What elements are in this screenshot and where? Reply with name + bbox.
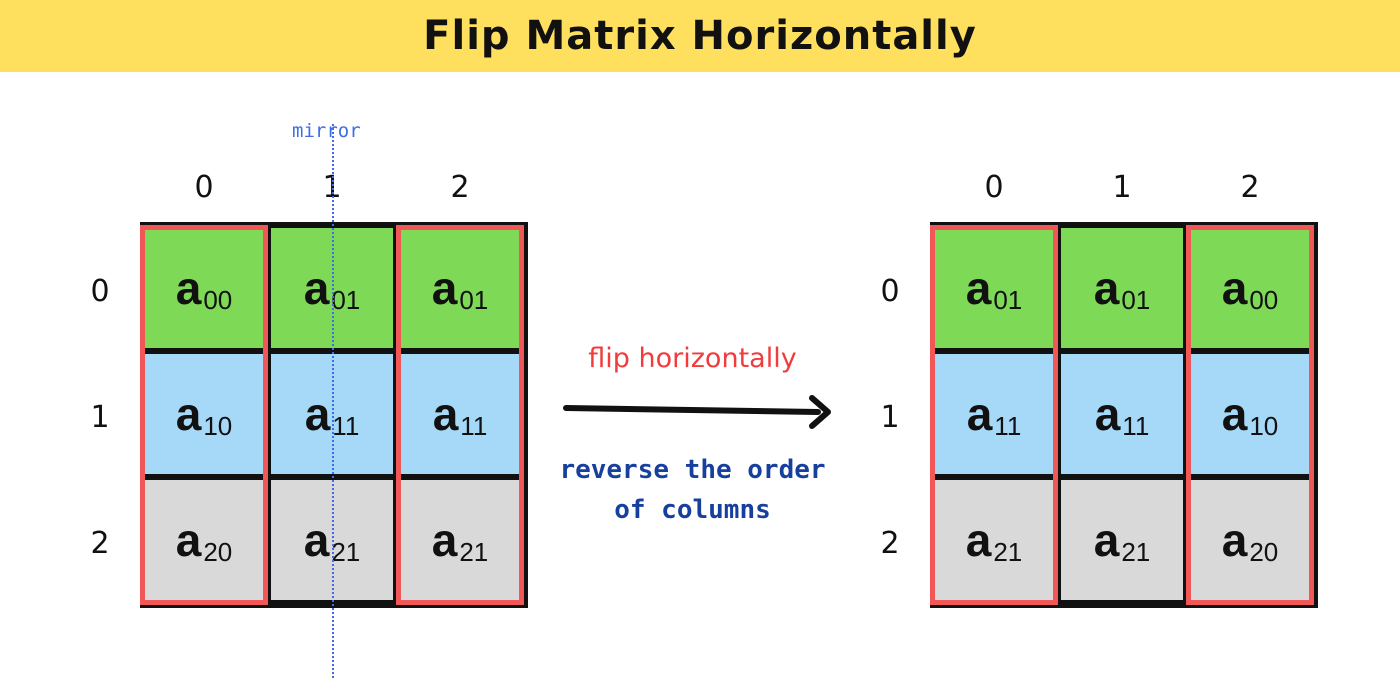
right-matrix-row-label-2: 2	[880, 526, 900, 561]
cell-letter: a	[1221, 262, 1248, 314]
right-matrix-row-label-1: 1	[880, 400, 900, 435]
left-matrix-column-frame-0	[140, 225, 268, 605]
arrow	[563, 395, 831, 429]
cell-letter: a	[303, 262, 330, 314]
cell-subscript: 01	[459, 284, 489, 315]
cell-letter: a	[1221, 388, 1248, 440]
left-matrix-col-label-2: 2	[450, 170, 470, 205]
left-matrix-col-label-0: 0	[194, 170, 214, 205]
cell-subscript: 11	[1122, 410, 1150, 441]
cell-subscript: 20	[203, 536, 233, 567]
cell-letter: a	[431, 262, 458, 314]
cell-subscript: 00	[1249, 284, 1279, 315]
cell-subscript: 01	[993, 284, 1023, 315]
cell-letter: a	[1093, 262, 1120, 314]
left-matrix-row-label-0: 0	[90, 274, 110, 309]
cell-letter: a	[966, 388, 993, 440]
reverse-label-line-2: of columns	[614, 495, 771, 525]
cell-subscript: 21	[459, 536, 489, 567]
cell-subscript: 01	[1121, 284, 1151, 315]
right-matrix-col-label-2: 2	[1240, 170, 1260, 205]
cell-subscript: 10	[203, 410, 233, 441]
flip-label: flip horizontally	[588, 343, 797, 374]
cell-letter: a	[175, 388, 202, 440]
right-matrix-row-label-0: 0	[880, 274, 900, 309]
cell-subscript: 21	[1121, 536, 1151, 567]
mirror-label: mirror	[292, 120, 361, 142]
cell-subscript: 20	[1249, 536, 1279, 567]
cell-letter: a	[1093, 514, 1120, 566]
cell-letter: a	[175, 262, 202, 314]
cell-letter: a	[175, 514, 202, 566]
left-matrix-column-frame-2	[396, 225, 524, 605]
cell-letter: a	[432, 388, 459, 440]
right-matrix-column-frame-2	[1186, 225, 1314, 605]
title-banner: Flip Matrix Horizontally	[0, 0, 1400, 72]
cell-letter: a	[303, 514, 330, 566]
page-title: Flip Matrix Horizontally	[423, 13, 977, 59]
cell-letter: a	[431, 514, 458, 566]
cell-subscript: 11	[460, 410, 488, 441]
right-matrix-col-label-1: 1	[1112, 170, 1132, 205]
cell-subscript: 00	[203, 284, 233, 315]
reverse-label-line-1: reverse the order	[559, 455, 826, 485]
right-matrix-column-frame-0	[930, 225, 1058, 605]
cell-letter: a	[304, 388, 331, 440]
left-matrix-row-label-2: 2	[90, 526, 110, 561]
arrow-head	[809, 395, 831, 429]
cell-letter: a	[965, 514, 992, 566]
mirror-line	[332, 124, 334, 678]
cell-subscript: 21	[331, 536, 361, 567]
arrow-shaft	[563, 405, 821, 415]
reverse-label: reverse the order of columns	[555, 450, 830, 530]
left-matrix-row-label-1: 1	[90, 400, 110, 435]
cell-subscript: 21	[993, 536, 1023, 567]
cell-letter: a	[1221, 514, 1248, 566]
cell-subscript: 11	[332, 410, 360, 441]
cell-subscript: 10	[1249, 410, 1279, 441]
cell-letter: a	[1094, 388, 1121, 440]
cell-subscript: 11	[994, 410, 1022, 441]
cell-subscript: 01	[331, 284, 361, 315]
right-matrix-col-label-0: 0	[984, 170, 1004, 205]
cell-letter: a	[965, 262, 992, 314]
